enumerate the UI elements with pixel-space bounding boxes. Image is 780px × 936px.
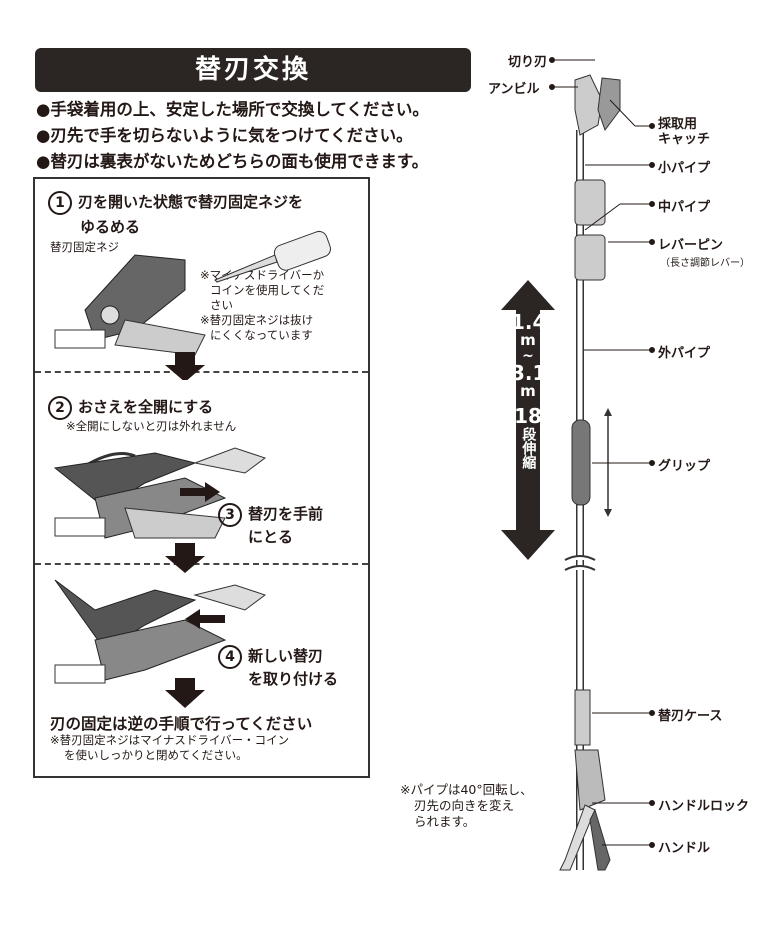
anvil-icon [574, 74, 603, 136]
step-2-note: ※全開にしないと刃は外れません [66, 419, 237, 433]
label-handle-lock: ハンドルロック [658, 799, 750, 814]
arrow-right-icon [180, 482, 220, 502]
step-1-notes: ※マイナスドライバーかコインを使用してください※替刃固定ネジは抜けにくくなってい… [200, 268, 325, 342]
label-handle: ハンドル [658, 841, 711, 856]
step-4-illustration [54, 579, 267, 708]
bullet-blade-caution: ●刃先で手を切らないように気をつけてください。 [36, 126, 413, 145]
arrow-left-icon [185, 609, 225, 629]
divider [35, 563, 368, 565]
arrow-down-icon [165, 352, 205, 380]
label-lever-sub: （長さ調節レバー） [660, 258, 750, 269]
label-anvil: アンビル [488, 82, 540, 97]
divider [35, 371, 368, 373]
pruner-head-icon [54, 254, 206, 356]
label-small-pipe: 小パイプ [658, 161, 711, 176]
screw-label: 替刃固定ネジ [50, 240, 119, 254]
label-catch: 採取用キャッチ [658, 117, 711, 147]
replacement-blade-icon [193, 584, 267, 611]
step-4-title-2: を取り付ける [248, 670, 339, 688]
label-grip: グリップ [658, 459, 711, 474]
arrow-down-icon [165, 543, 205, 573]
bullet-reversible: ●替刃は裏表がないためどちらの面も使用できます。 [36, 152, 429, 171]
pole-pruner-illustration [501, 57, 655, 871]
arrow-down-icon [165, 678, 205, 708]
screwdriver-icon [214, 230, 332, 283]
grip-shape [571, 419, 591, 506]
label-lever-pin: レバーピン [658, 238, 724, 253]
step-1-title-2: ゆるめる [80, 218, 141, 236]
length-double-arrow-icon [501, 280, 555, 560]
blade-icon [597, 77, 621, 132]
page-title: 替刃交換 [35, 48, 471, 92]
label-outer-pipe: 外パイプ [658, 346, 711, 361]
step-1-illustration [54, 230, 332, 380]
step-3-title-2: にとる [248, 528, 294, 546]
label-mid-pipe: 中パイプ [658, 200, 711, 215]
instruction-box [33, 177, 370, 778]
footer-heading: 刃の固定は逆の手順で行ってください [50, 715, 313, 733]
replacement-blade-icon [193, 447, 267, 474]
label-blade: 切り刃 [508, 55, 548, 70]
bullet-gloves: ●手袋着用の上、安定した場所で交換してください。 [36, 100, 429, 119]
rotation-note: ※パイプは40°回転し、刃先の向きを変えられます。 [400, 782, 533, 829]
step-2-illustration [53, 447, 267, 573]
footer-note-1: ※替刃固定ネジはマイナスドライバー・コイン [50, 733, 290, 747]
footer-note-2: を使いしっかりと閉めてください。 [64, 748, 248, 762]
label-blade-case: 替刃ケース [658, 709, 723, 724]
